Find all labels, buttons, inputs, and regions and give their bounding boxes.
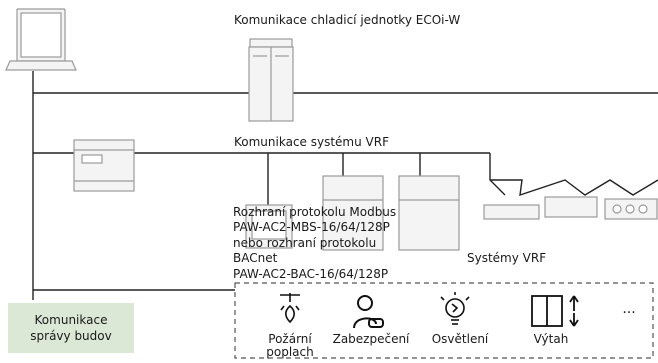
ecoi-chiller-unit [248, 38, 294, 122]
controller-panel [245, 204, 293, 249]
service-label-fire-line-2: poplach [266, 345, 314, 359]
vrf-indoor-units [483, 196, 658, 220]
security-icon [353, 295, 384, 329]
service-label-lighting: Osvětlení [431, 332, 489, 346]
elevator-icon [531, 295, 579, 327]
interface-line-3: nebo rozhraní protokolu [233, 235, 377, 250]
ecoi-comm-label: Komunikace chladicí jednotky ECOi-W [234, 13, 461, 27]
interface-label: Rozhraní protokolu Modbus PAW-AC2-MBS-16… [233, 205, 463, 282]
vrf-systems-label: Systémy VRF [467, 251, 547, 265]
service-label-elevator: Výtah [533, 332, 569, 346]
vrf-outdoor-unit-1 [322, 175, 384, 251]
bms-line-1: Komunikace [34, 313, 108, 327]
vrf-comm-label: Komunikace systému VRF [234, 135, 389, 149]
bms-line-2: správy budov [30, 329, 112, 343]
service-label-security: Zabezpečení [332, 332, 410, 346]
interface-line-1: Rozhraní protokolu Modbus [233, 205, 397, 219]
service-label-fire: Požární poplach [266, 333, 314, 359]
interface-line-5: PAW-AC2-BAC-16/64/128P [233, 266, 389, 281]
interface-unit [73, 139, 135, 192]
laptop-icon [5, 8, 77, 71]
interface-line-2: PAW-AC2-MBS-16/64/128P [233, 220, 390, 235]
lighting-icon [440, 292, 470, 325]
bms-comm-box: Komunikace správy budov [8, 303, 134, 353]
service-label-fire-line-1: Požární [268, 332, 312, 346]
vrf-outdoor-unit-2 [398, 175, 460, 251]
interface-line-4: BACnet [233, 251, 278, 266]
fire-alarm-icon [280, 293, 300, 324]
more-icon: ... [622, 301, 636, 317]
building-services-box [234, 282, 654, 359]
